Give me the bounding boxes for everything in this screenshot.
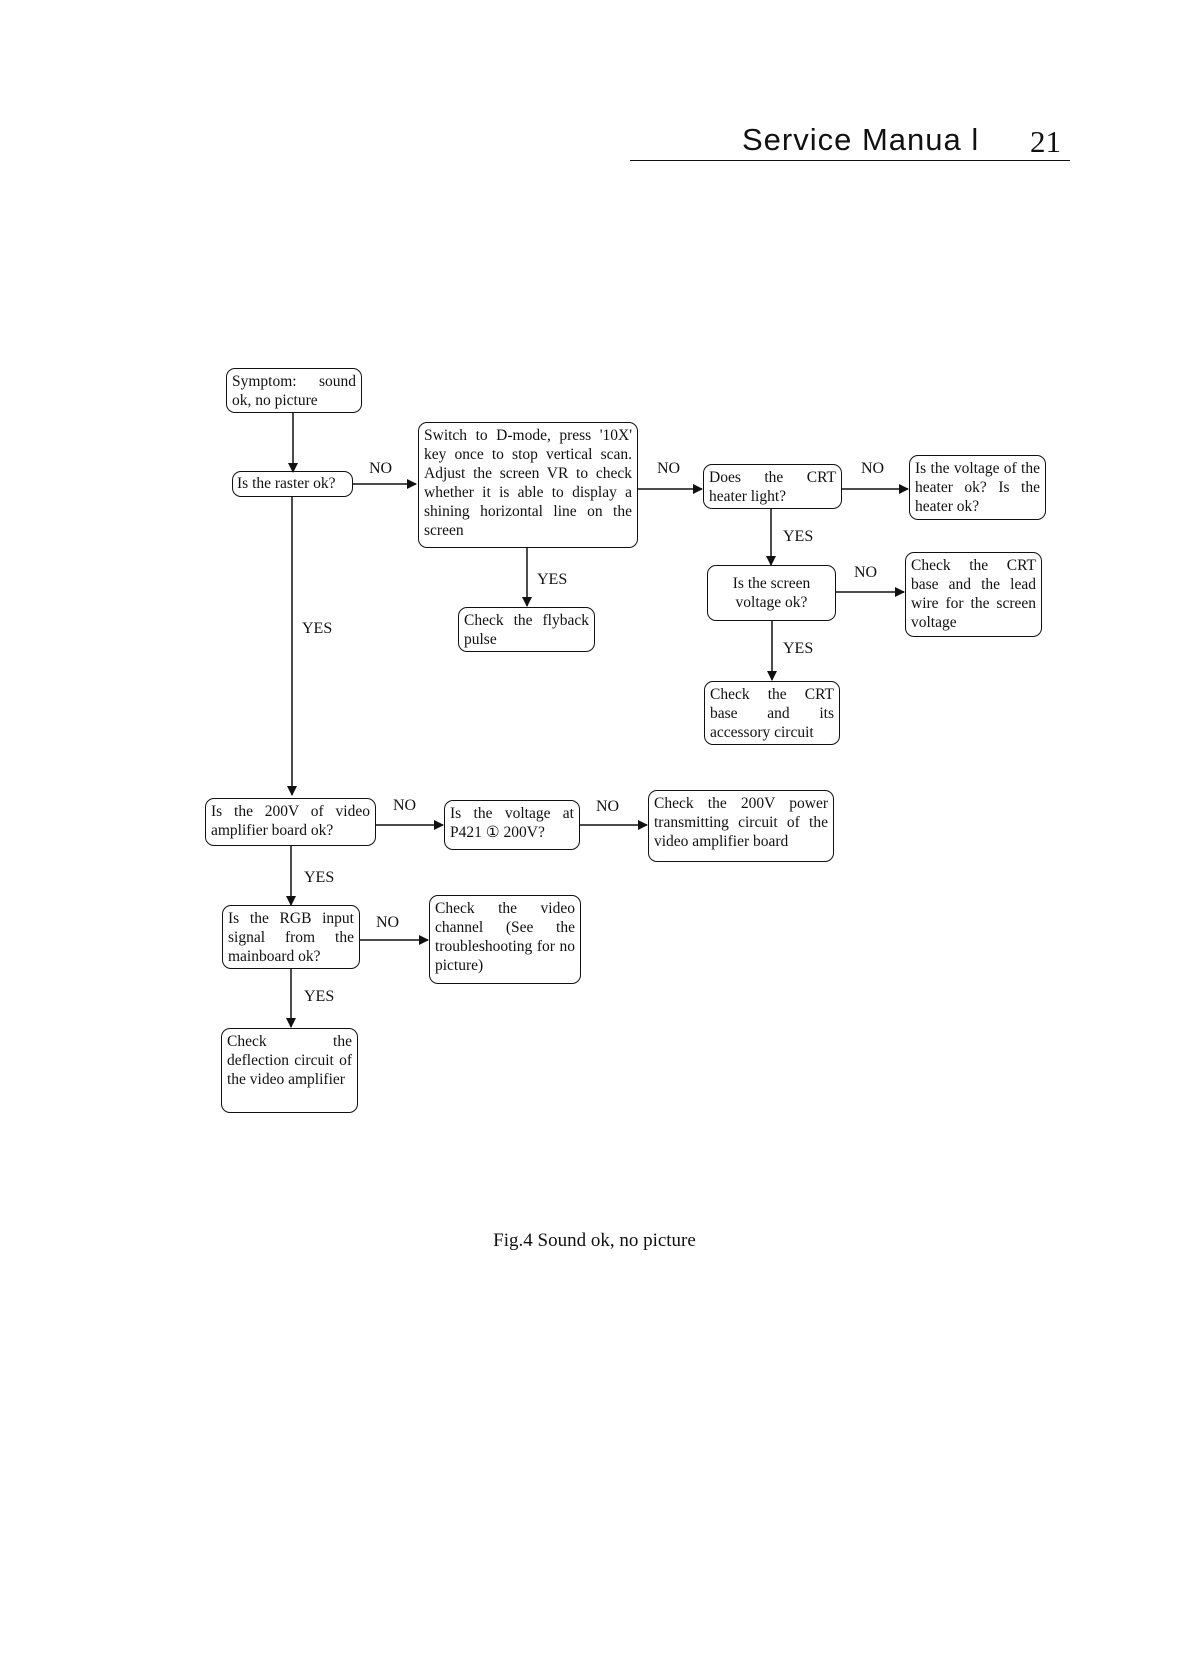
rgb-input-text: Is the RGB input signal from the mainboa… — [228, 910, 354, 965]
check-deflection-text: Check the deflection circuit of the vide… — [227, 1033, 352, 1088]
page-number: 21 — [1030, 124, 1061, 159]
p421-voltage-text: Is the voltage at P421 ① 200V? — [450, 805, 574, 841]
check-flyback-text: Check the flyback pulse — [464, 612, 589, 648]
label-raster-no: NO — [369, 460, 393, 477]
label-heater-yes: YES — [783, 528, 814, 545]
check-crt-base-lead-box: Check the CRT base and the lead wire for… — [905, 552, 1042, 637]
heater-voltage-box: Is the voltage of the heater ok? Is the … — [909, 455, 1046, 520]
check-crt-base-circuit-text: Check the CRT base and its accessory cir… — [710, 686, 834, 741]
label-rgb-no: NO — [376, 914, 400, 931]
raster-ok-box: Is the raster ok? — [232, 471, 353, 497]
crt-heater-box: Does the CRT heater light? — [703, 464, 842, 509]
switch-dmode-text: Switch to D-mode, press '10X' key once t… — [424, 427, 632, 539]
switch-dmode-box: Switch to D-mode, press '10X' key once t… — [418, 422, 638, 548]
manual-title: Service Manua l — [742, 122, 980, 157]
label-switch-yes: YES — [537, 571, 568, 588]
label-heater-no: NO — [861, 460, 885, 477]
check-flyback-box: Check the flyback pulse — [458, 607, 595, 652]
screen-voltage-box: Is the screen voltage ok? — [707, 565, 836, 621]
label-screen-yes: YES — [783, 640, 814, 657]
check-video-channel-text: Check the video channel (See the trouble… — [435, 900, 575, 974]
label-screen-no: NO — [854, 564, 878, 581]
label-raster-yes: YES — [302, 620, 333, 637]
crt-heater-text: Does the CRT heater light? — [709, 469, 836, 505]
check-200v-power-box: Check the 200V power transmitting circui… — [648, 790, 834, 862]
check-crt-base-circuit-box: Check the CRT base and its accessory cir… — [704, 681, 840, 745]
screen-voltage-text: Is the screen voltage ok? — [732, 575, 811, 611]
label-200v-yes: YES — [304, 869, 335, 886]
symptom-box: Symptom: sound ok, no picture — [226, 368, 362, 413]
label-rgb-yes: YES — [304, 988, 335, 1005]
raster-ok-text: Is the raster ok? — [237, 475, 336, 492]
v200-ok-box: Is the 200V of video amplifier board ok? — [205, 798, 376, 846]
label-switch-no: NO — [657, 460, 681, 477]
v200-ok-text: Is the 200V of video amplifier board ok? — [211, 803, 370, 839]
rgb-input-box: Is the RGB input signal from the mainboa… — [222, 905, 360, 969]
symptom-text: Symptom: sound ok, no picture — [232, 373, 356, 409]
check-video-channel-box: Check the video channel (See the trouble… — [429, 895, 581, 984]
p421-voltage-box: Is the voltage at P421 ① 200V? — [444, 800, 580, 850]
check-200v-power-text: Check the 200V power transmitting circui… — [654, 795, 828, 850]
label-p421-no: NO — [596, 798, 620, 815]
page-header: Service Manua l 21 — [630, 118, 1070, 161]
check-deflection-box: Check the deflection circuit of the vide… — [221, 1028, 358, 1113]
label-200v-no: NO — [393, 797, 417, 814]
figure-caption: Fig.4 Sound ok, no picture — [493, 1230, 696, 1251]
check-crt-base-lead-text: Check the CRT base and the lead wire for… — [911, 557, 1036, 631]
heater-voltage-text: Is the voltage of the heater ok? Is the … — [915, 460, 1040, 515]
